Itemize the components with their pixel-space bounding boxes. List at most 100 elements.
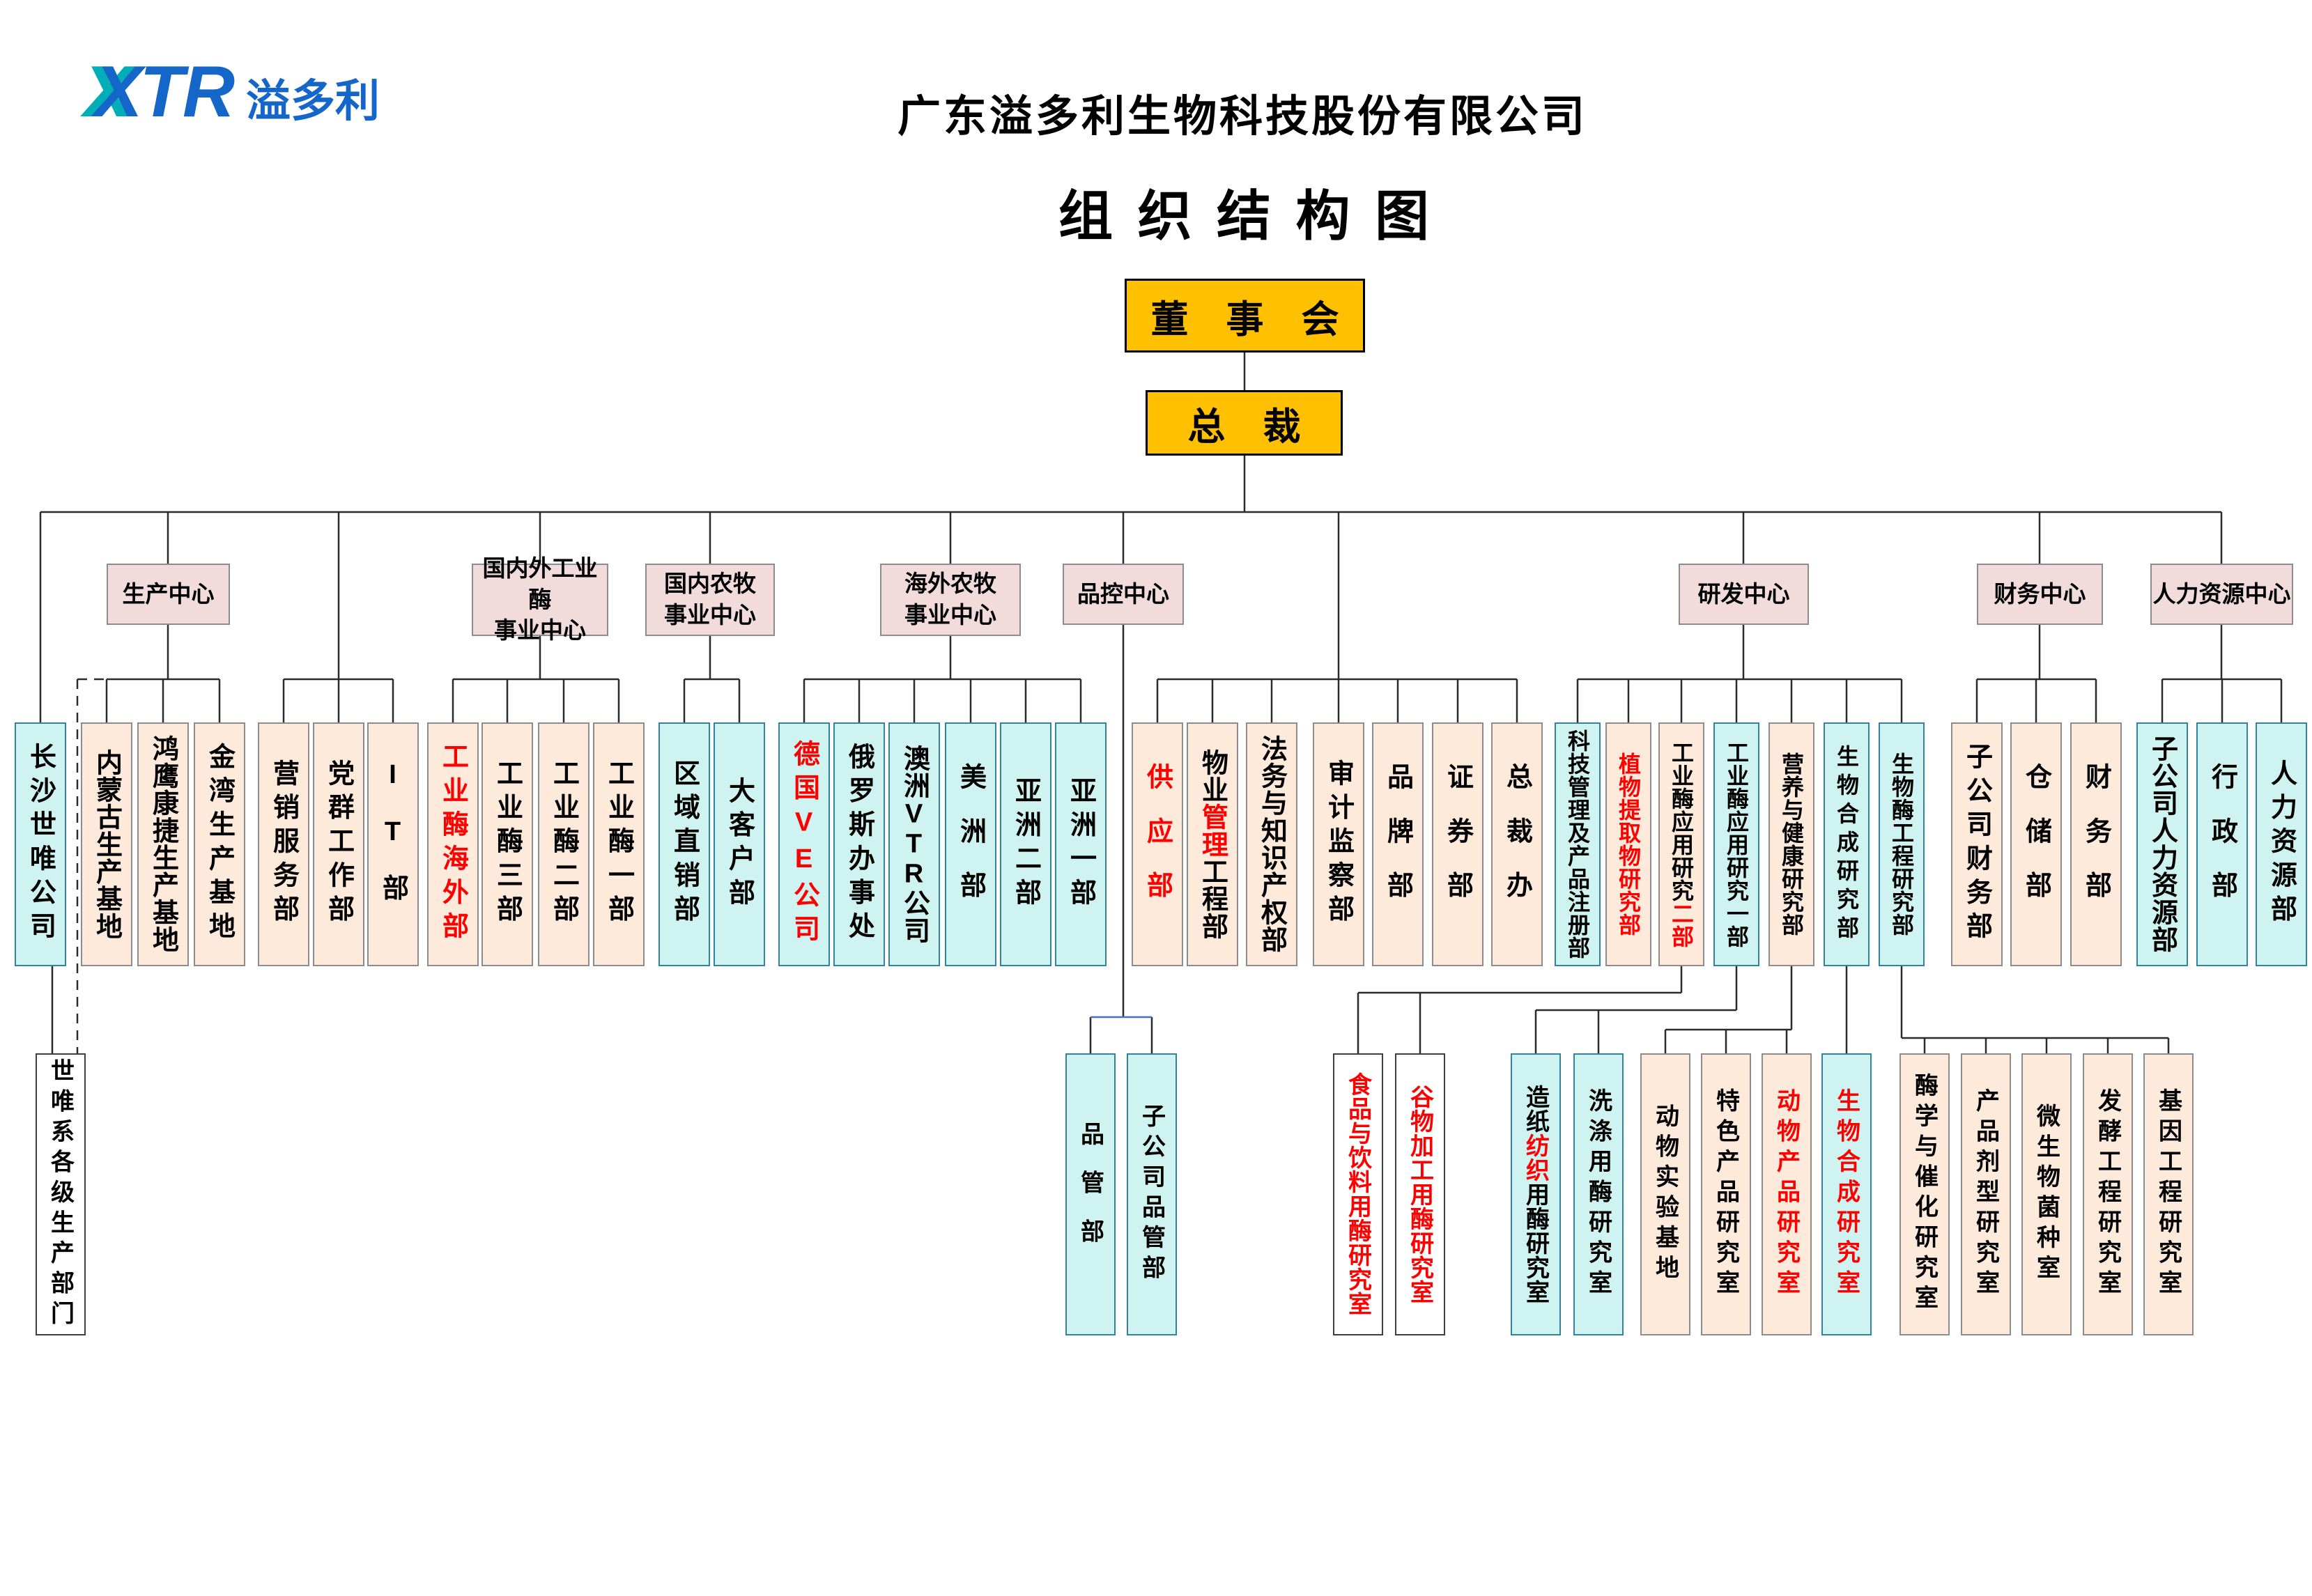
chart-title: 组 织 结 构 图 bbox=[1058, 186, 1435, 247]
node-label: 工业酶应用研究二部 bbox=[1669, 741, 1694, 948]
node-label: 金湾生产基地 bbox=[204, 743, 234, 946]
node-label: 总 裁 bbox=[1187, 405, 1301, 448]
lab-biosynthesis: 生物合成研究室 bbox=[1821, 1053, 1872, 1335]
node-label: 区域直销部 bbox=[669, 759, 699, 929]
vtr-logo-x2: X bbox=[94, 52, 143, 132]
node-label: 行政部 bbox=[2207, 763, 2237, 926]
node-label: 美洲部 bbox=[955, 763, 985, 926]
dept-subsidiary-hr: 子公司人力资源部 bbox=[2136, 722, 2188, 966]
node-label: 证券部 bbox=[1442, 763, 1472, 926]
node-label: 审计监察部 bbox=[1323, 759, 1353, 929]
node-label: 微生物菌种室 bbox=[2033, 1103, 2060, 1286]
node-label: 国内农牧 事业中心 bbox=[664, 571, 756, 628]
center-quality-control: 品控中心 bbox=[1063, 564, 1184, 625]
dept-industrial-enzyme-1: 工业酶一部 bbox=[593, 722, 645, 966]
node-label: 鸿鹰康捷生产基地 bbox=[148, 735, 178, 954]
dept-key-accounts: 大客户部 bbox=[714, 722, 765, 966]
node-label: 生物酶工程研究部 bbox=[1889, 752, 1914, 936]
node-label: 人力资源中心 bbox=[2152, 580, 2291, 607]
node-label: 仓储部 bbox=[2021, 763, 2051, 926]
node-label: 国内外工业酶 事业中心 bbox=[482, 555, 598, 644]
node-label: 研发中心 bbox=[1697, 580, 1790, 607]
node-label: 人力资源部 bbox=[2266, 759, 2296, 929]
node-label: 发酵工程研究室 bbox=[2094, 1088, 2121, 1301]
node-label: 特色产品研究室 bbox=[1712, 1088, 1739, 1301]
node-label: 工业酶应用研究一部 bbox=[1724, 741, 1749, 948]
unit-subsidiary-quality-mgmt: 子公司品管部 bbox=[1127, 1053, 1177, 1335]
dept-audit: 审计监察部 bbox=[1313, 722, 1364, 966]
node-label: 酶学与催化研究室 bbox=[1911, 1073, 1938, 1316]
node-label: 子公司品管部 bbox=[1138, 1103, 1165, 1286]
dept-supply: 供应部 bbox=[1132, 722, 1183, 966]
lab-food-beverage-enzyme: 食品与饮料用酶研究室 bbox=[1333, 1053, 1383, 1335]
dept-administration: 行政部 bbox=[2196, 722, 2248, 966]
dept-securities: 证券部 bbox=[1432, 722, 1483, 966]
node-label: 谷物加工用酶研究室 bbox=[1406, 1084, 1433, 1305]
center-industrial-enzyme: 国内外工业酶 事业中心 bbox=[472, 555, 608, 643]
node-label: 内蒙古生产基地 bbox=[91, 749, 121, 940]
dept-neimenggu-base: 内蒙古生产基地 bbox=[81, 722, 132, 966]
node-label: 澳洲VTR公司 bbox=[899, 745, 929, 944]
node-label: 产品剂型研究室 bbox=[1972, 1088, 1999, 1301]
dept-changsha-shiwei: 长沙世唯公司 bbox=[15, 722, 66, 966]
node-label: 生物合成研究室 bbox=[1833, 1088, 1860, 1301]
dept-nutrition-health-research: 营养与健康研究部 bbox=[1768, 722, 1814, 966]
node-label: 董 事 会 bbox=[1150, 298, 1339, 341]
dept-bioenzyme-engineering-research: 生物酶工程研究部 bbox=[1879, 722, 1925, 966]
node-label: 动物产品研究室 bbox=[1773, 1088, 1800, 1301]
node-label: 基因工程研究室 bbox=[2155, 1088, 2182, 1301]
center-rnd: 研发中心 bbox=[1679, 564, 1809, 625]
lab-gene-engineering: 基因工程研究室 bbox=[2143, 1053, 2194, 1335]
unit-quality-mgmt: 品管部 bbox=[1065, 1053, 1116, 1335]
vtr-logo-tr: TR bbox=[139, 52, 236, 132]
dept-americas: 美洲部 bbox=[945, 722, 996, 966]
node-label: 供应部 bbox=[1142, 763, 1172, 926]
dept-president-office: 总裁办 bbox=[1491, 722, 1543, 966]
node-label: 亚洲二部 bbox=[1010, 776, 1040, 913]
node-label: 科技管理及产品注册部 bbox=[1565, 729, 1590, 959]
unit-shiwei-production-units: 世唯系各级生产部门 bbox=[36, 1053, 86, 1335]
dept-australia-vtr: 澳洲VTR公司 bbox=[888, 722, 940, 966]
node-label: 总裁办 bbox=[1502, 763, 1532, 926]
lab-microbial-strains: 微生物菌种室 bbox=[2021, 1053, 2072, 1335]
center-production: 生产中心 bbox=[107, 564, 230, 625]
node-label: 生物合成研究部 bbox=[1834, 744, 1859, 945]
vtr-logo: X X TR 溢多利 bbox=[84, 56, 380, 130]
dept-plant-extract-research: 植物提取物研究部 bbox=[1605, 722, 1651, 966]
dept-russia-office: 俄罗斯办事处 bbox=[833, 722, 885, 966]
node-label: 子公司财务部 bbox=[1962, 743, 1991, 946]
lab-enzymology-catalysis: 酶学与催化研究室 bbox=[1899, 1053, 1950, 1335]
lab-grain-processing-enzyme: 谷物加工用酶研究室 bbox=[1395, 1053, 1445, 1335]
node-label: 财务部 bbox=[2081, 763, 2111, 926]
dept-legal-ip: 法务与知识产权部 bbox=[1246, 722, 1297, 966]
lab-special-products: 特色产品研究室 bbox=[1701, 1053, 1751, 1335]
lab-paper-textile-enzyme: 造纸纺织用酶研究室 bbox=[1511, 1053, 1561, 1335]
node-president: 总 裁 bbox=[1146, 390, 1343, 456]
dept-it: IT部 bbox=[367, 722, 419, 966]
lab-detergent-enzyme: 洗涤用酶研究室 bbox=[1573, 1053, 1624, 1335]
dept-enzyme-application-research-1: 工业酶应用研究一部 bbox=[1713, 722, 1759, 966]
company-name: 广东溢多利生物科技股份有限公司 bbox=[897, 93, 1588, 141]
node-label: 洗涤用酶研究室 bbox=[1585, 1088, 1612, 1301]
lab-animal-experiment-base: 动物实验基地 bbox=[1640, 1053, 1690, 1335]
dept-industrial-enzyme-2: 工业酶二部 bbox=[538, 722, 589, 966]
node-label: 工业酶三部 bbox=[492, 759, 522, 929]
node-label: 海外农牧 事业中心 bbox=[904, 571, 996, 628]
node-label: IT部 bbox=[378, 760, 408, 929]
node-label: 生产中心 bbox=[122, 580, 215, 607]
node-label: 子公司人力资源部 bbox=[2147, 735, 2177, 954]
dept-warehouse: 仓储部 bbox=[2010, 722, 2062, 966]
dept-hongying-kangjie-base: 鸿鹰康捷生产基地 bbox=[137, 722, 189, 966]
dept-regional-direct-sales: 区域直销部 bbox=[658, 722, 710, 966]
dept-property-engineering: 物业管理工程部 bbox=[1187, 722, 1238, 966]
dept-hr: 人力资源部 bbox=[2256, 722, 2307, 966]
node-label: 大客户部 bbox=[724, 776, 754, 913]
node-label: 工业酶海外部 bbox=[438, 743, 468, 946]
dept-party-work: 党群工作部 bbox=[313, 722, 364, 966]
node-label: 法务与知识产权部 bbox=[1256, 735, 1286, 954]
lab-animal-products: 动物产品研究室 bbox=[1762, 1053, 1812, 1335]
lab-fermentation-engineering: 发酵工程研究室 bbox=[2083, 1053, 2133, 1335]
dept-subsidiary-finance: 子公司财务部 bbox=[1951, 722, 2003, 966]
dept-brand: 品牌部 bbox=[1372, 722, 1424, 966]
